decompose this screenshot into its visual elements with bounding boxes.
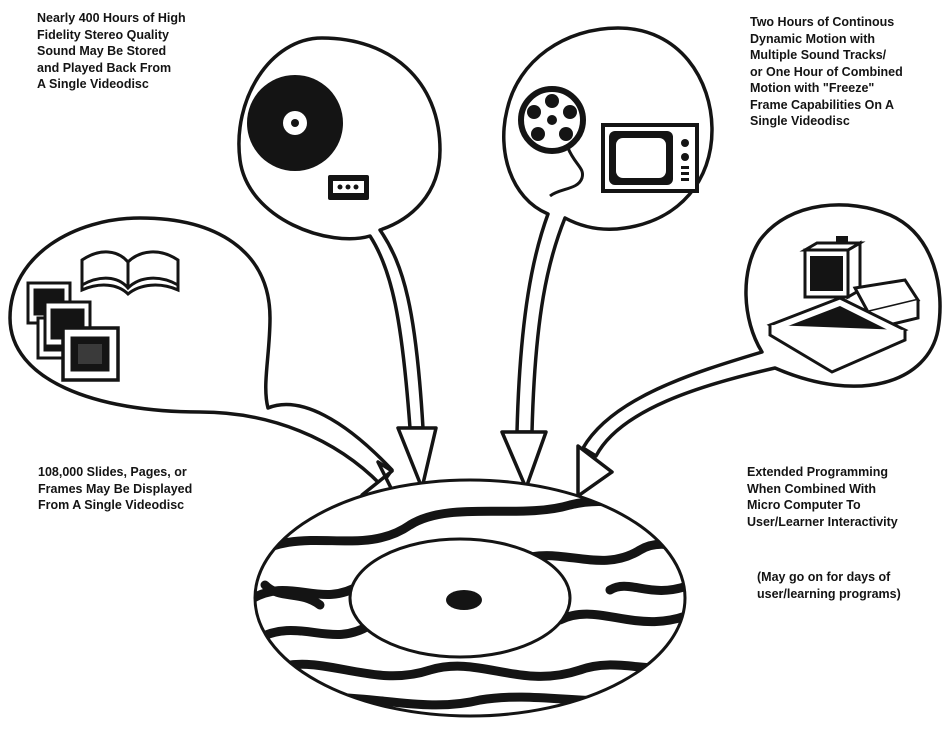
audio-caption-line: and Played Back From (37, 60, 237, 77)
audio-arrowhead (398, 428, 436, 488)
motion-caption-line: Multiple Sound Tracks/ (750, 47, 945, 64)
motion-bubble (504, 28, 712, 432)
record-disc-icon (247, 75, 343, 171)
slides-caption: 108,000 Slides, Pages, or Frames May Be … (38, 464, 248, 514)
audio-caption-line: Nearly 400 Hours of High (37, 10, 237, 27)
motion-caption-line: Two Hours of Continous (750, 14, 945, 31)
motion-caption-line: or One Hour of Combined (750, 64, 945, 81)
computer-note: (May go on for days of user/learning pro… (757, 569, 937, 602)
computer-caption-line: Micro Computer To (747, 497, 947, 514)
computer-caption-line: When Combined With (747, 481, 947, 498)
slides-caption-line: 108,000 Slides, Pages, or (38, 464, 248, 481)
cassette-icon (328, 175, 369, 200)
audio-caption: Nearly 400 Hours of High Fidelity Stereo… (37, 10, 237, 93)
computer-note-line: (May go on for days of (757, 569, 937, 586)
audio-caption-line: A Single Videodisc (37, 76, 237, 93)
motion-caption: Two Hours of Continous Dynamic Motion wi… (750, 14, 945, 130)
motion-caption-line: Dynamic Motion with (750, 31, 945, 48)
audio-caption-line: Fidelity Stereo Quality (37, 27, 237, 44)
television-icon (603, 125, 697, 191)
audio-caption-line: Sound May Be Stored (37, 43, 237, 60)
slides-caption-line: From A Single Videodisc (38, 497, 248, 514)
computer-caption-line: User/Learner Interactivity (747, 514, 947, 531)
videodisc-icon (245, 480, 705, 716)
motion-caption-line: Single Videodisc (750, 113, 945, 130)
motion-arrowhead (502, 432, 546, 488)
motion-caption-line: Motion with "Freeze" (750, 80, 945, 97)
motion-caption-line: Frame Capabilities On A (750, 97, 945, 114)
computer-caption-line: Extended Programming (747, 464, 947, 481)
slides-caption-line: Frames May Be Displayed (38, 481, 248, 498)
computer-caption: Extended Programming When Combined With … (747, 464, 947, 530)
computer-note-line: user/learning programs) (757, 586, 937, 603)
